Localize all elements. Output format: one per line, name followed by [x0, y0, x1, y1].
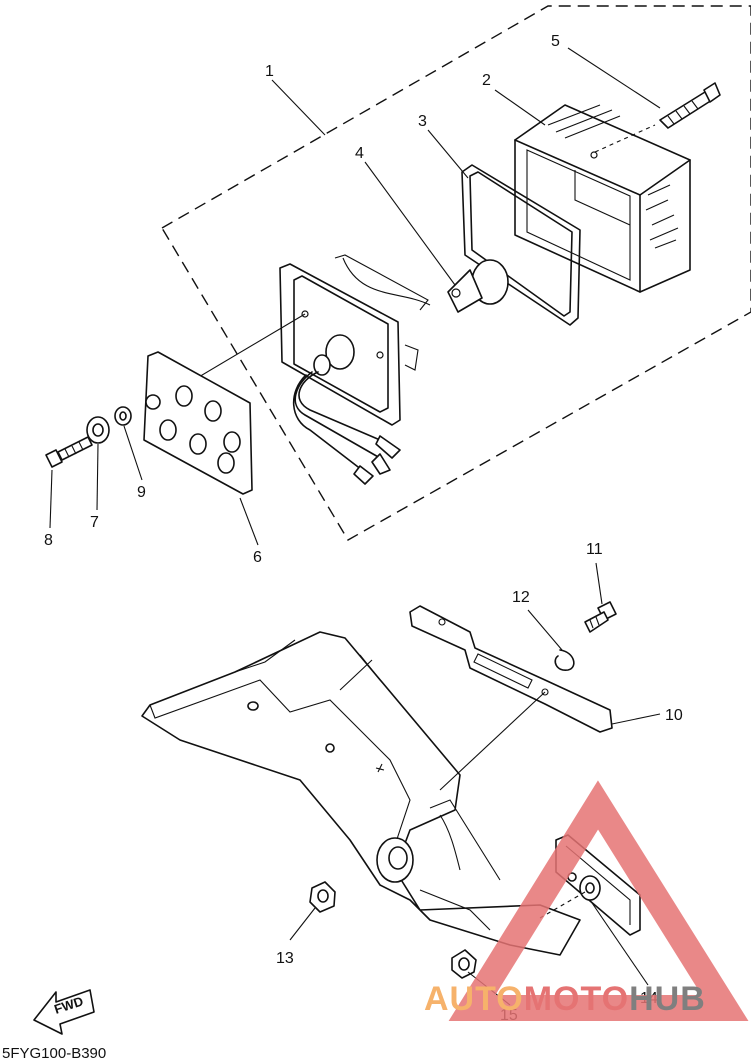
callout-13: 13 — [276, 950, 294, 967]
diagram-code: 5FYG100-B390 — [2, 1045, 106, 1062]
gasket — [461, 164, 581, 326]
lens-cover — [514, 104, 691, 293]
flange-nut — [309, 881, 336, 913]
bulb — [447, 259, 509, 313]
callout-8: 8 — [44, 532, 53, 549]
bracket-washer — [554, 649, 575, 671]
bracket-bolt — [584, 601, 617, 633]
leader-bar-fender — [439, 691, 546, 791]
watermark-text: AUTOMOTOHUB — [424, 980, 706, 1018]
callout-2: 2 — [482, 72, 491, 89]
callout-6: 6 — [253, 549, 262, 566]
license-bracket-bar — [409, 605, 613, 733]
rear-fender-bracket — [141, 631, 581, 956]
callout-7: 7 — [90, 514, 99, 531]
spacer-collar — [539, 875, 601, 919]
assembly-boundary-dashed — [161, 5, 751, 541]
mounting-plate — [143, 351, 253, 495]
callout-10: 10 — [665, 707, 683, 724]
callout-1: 1 — [265, 63, 274, 80]
callout-11: 11 — [586, 541, 603, 558]
lens-screw — [594, 82, 721, 153]
watermark-logo — [448, 780, 749, 1021]
callout-leaders — [49, 47, 661, 1006]
watermark-text-hub: HUB — [629, 980, 706, 1018]
rubber-washer — [86, 416, 110, 444]
callout-9: 9 — [137, 484, 146, 501]
callout-12: 12 — [512, 589, 530, 606]
fwd-direction-arrow: FWD — [33, 989, 95, 1035]
callout-3: 3 — [418, 113, 427, 130]
watermark-text-moto: MOTO — [524, 980, 629, 1018]
flat-washer — [114, 406, 132, 426]
callout-4: 4 — [355, 145, 364, 162]
plate-bolt — [45, 436, 93, 468]
callout-5: 5 — [551, 33, 560, 50]
taillight-housing — [279, 254, 431, 485]
watermark-text-auto: AUTO — [424, 980, 524, 1018]
reflector-nut — [451, 949, 477, 979]
